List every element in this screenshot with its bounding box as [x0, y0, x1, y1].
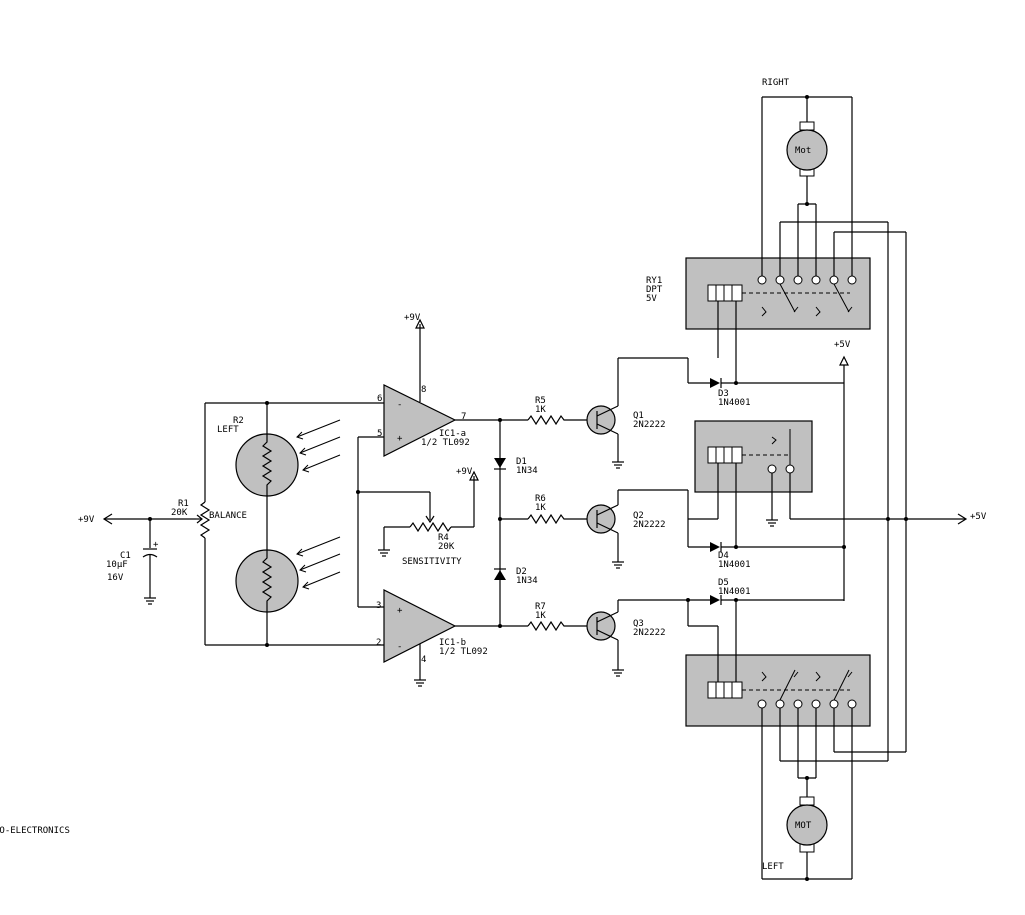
- coil-wiring: [687, 301, 968, 682]
- opamp-b-minus: -: [397, 642, 402, 652]
- label-plus5v-out: +5V: [970, 512, 987, 522]
- label-ry1-voltage: 5V: [646, 294, 657, 304]
- labels: +9V C1 10µF 16V + R1 20K BALANCE R2 LEFT…: [0, 78, 987, 872]
- driver-section: [455, 414, 588, 632]
- label-ic1b-ref: IC1-b: [439, 638, 466, 648]
- label-q3-ref: Q3: [633, 619, 644, 629]
- label-r4-ref: R4: [438, 533, 449, 543]
- label-c1-ref: C1: [120, 551, 131, 561]
- transistor-q1: [586, 358, 619, 462]
- label-r4-value: 20K: [438, 542, 455, 552]
- label-q2-ref: Q2: [633, 511, 644, 521]
- label-d3-part: 1N4001: [718, 398, 751, 408]
- label-q1-part: 2N2222: [633, 420, 666, 430]
- label-r1-name: BALANCE: [209, 511, 247, 521]
- opamp-ic1a: [383, 318, 457, 457]
- label-r2-ref: R2: [233, 416, 244, 426]
- motor-left: [761, 708, 906, 881]
- label-motor-right-name: RIGHT: [762, 78, 790, 88]
- label-q1-ref: Q1: [633, 411, 644, 421]
- label-r1-value: 20K: [171, 508, 188, 518]
- pin-7: 7: [461, 412, 466, 422]
- label-c1-value: 10µF: [106, 560, 128, 570]
- label-d5-part: 1N4001: [718, 587, 751, 597]
- light-arrows-top: [296, 419, 341, 473]
- label-r1-ref: R1: [178, 499, 189, 509]
- label-cap-plus: +: [153, 540, 159, 550]
- label-plus9v-r4: +9V: [456, 467, 473, 477]
- label-plus5v-top: +5V: [834, 340, 851, 350]
- label-d1-part: 1N34: [516, 466, 538, 476]
- relay-ry1-contacts: [757, 275, 857, 317]
- label-motor-right: Mot: [795, 146, 811, 156]
- label-d3-ref: D3: [718, 389, 729, 399]
- label-r4-name: SENSITIVITY: [402, 557, 462, 567]
- label-r6-value: 1K: [535, 503, 546, 513]
- label-ic1a-part: 1/2 TL092: [421, 438, 470, 448]
- pin-3: 3: [376, 601, 381, 611]
- label-plus9v-ic: +9V: [404, 313, 421, 323]
- light-arrows-bottom: [296, 536, 341, 590]
- label-d5-ref: D5: [718, 578, 729, 588]
- opamp-ic1b: [383, 589, 457, 687]
- label-c1-voltage: 16V: [107, 573, 124, 583]
- label-d2-ref: D2: [516, 567, 527, 577]
- pin-5: 5: [377, 429, 382, 439]
- label-q3-part: 2N2222: [633, 628, 666, 638]
- relay-bottom: [685, 654, 871, 727]
- credit-text: IO-ELECTRONICS: [0, 826, 70, 836]
- label-d1-ref: D1: [516, 457, 527, 467]
- pin-8: 8: [421, 385, 426, 395]
- relay-ry1: [685, 257, 871, 330]
- opamp-a-minus: -: [397, 400, 402, 410]
- pin-6: 6: [377, 394, 382, 404]
- label-d4-ref: D4: [718, 551, 729, 561]
- label-r2-name: LEFT: [217, 425, 239, 435]
- label-d2-part: 1N34: [516, 576, 538, 586]
- input-section: [102, 401, 479, 647]
- motor-right: [761, 95, 907, 761]
- label-r7-value: 1K: [535, 611, 546, 621]
- label-r5-ref: R5: [535, 396, 546, 406]
- transistor-q2: [586, 490, 619, 562]
- label-motor-left: MOT: [795, 821, 812, 831]
- label-ic1a-ref: IC1-a: [439, 429, 466, 439]
- label-ic1b-part: 1/2 TL092: [439, 647, 488, 657]
- label-ry1-type: DPT: [646, 285, 663, 295]
- label-q2-part: 2N2222: [633, 520, 666, 530]
- pin-2: 2: [376, 638, 381, 648]
- opamp-b-plus: +: [397, 606, 403, 616]
- label-r6-ref: R6: [535, 494, 546, 504]
- label-ry1-ref: RY1: [646, 276, 662, 286]
- label-d4-part: 1N4001: [718, 560, 751, 570]
- pin-4: 4: [421, 655, 426, 665]
- label-motor-left-name: LEFT: [762, 862, 784, 872]
- label-r5-value: 1K: [535, 405, 546, 415]
- relay-middle: [694, 420, 813, 493]
- transistor-q3: [586, 600, 619, 670]
- label-plus9v-in: +9V: [78, 515, 95, 525]
- label-r7-ref: R7: [535, 602, 546, 612]
- opamp-a-plus: +: [397, 434, 403, 444]
- transistors: [586, 357, 690, 677]
